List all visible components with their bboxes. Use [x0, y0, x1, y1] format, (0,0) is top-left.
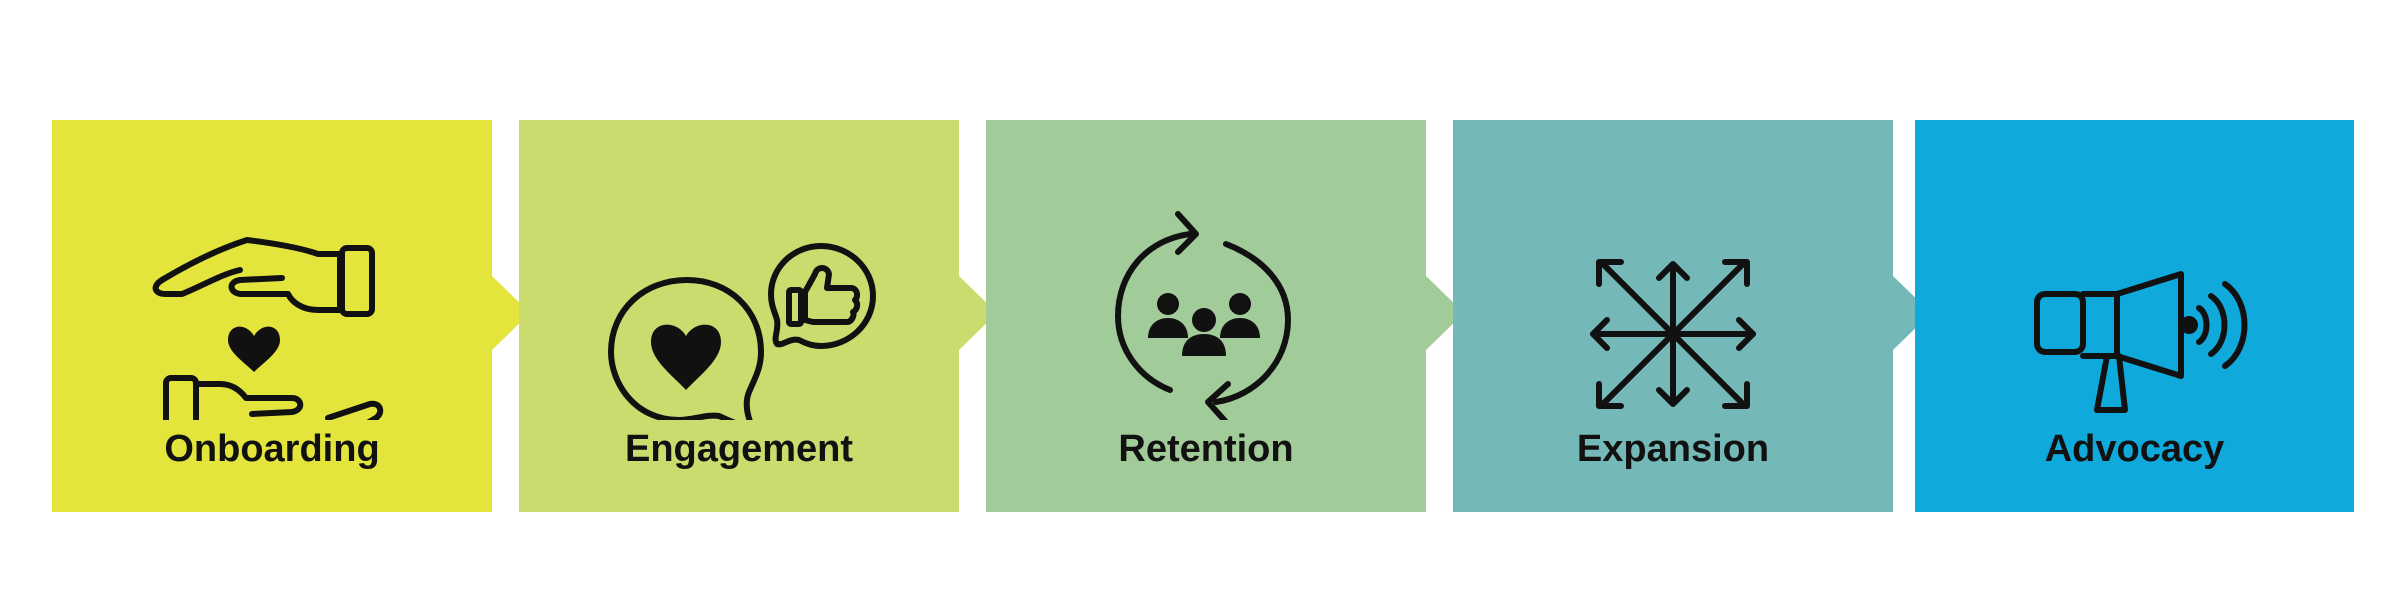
- connector-arrow: [1426, 276, 1464, 350]
- stage-advocacy: Advocacy: [1915, 120, 2354, 512]
- cycle-people-icon: [1056, 170, 1356, 420]
- stage-label: Engagement: [624, 428, 854, 470]
- connector-arrow: [492, 276, 530, 350]
- stage-label: Advocacy: [2044, 428, 2225, 470]
- hands-heart-icon: [122, 170, 422, 420]
- stage-label: Expansion: [1576, 428, 1770, 470]
- stage-label: Retention: [1118, 428, 1294, 470]
- stage-expansion: Expansion: [1453, 120, 1893, 512]
- stage-engagement: Engagement: [519, 120, 959, 512]
- megaphone-icon: [1985, 170, 2285, 420]
- expand-arrows-icon: [1523, 170, 1823, 420]
- connector-arrow: [1893, 276, 1931, 350]
- stage-retention: Retention: [986, 120, 1426, 512]
- stage-onboarding: Onboarding: [52, 120, 492, 512]
- stage-label: Onboarding: [164, 428, 380, 470]
- connector-arrow: [959, 276, 997, 350]
- chat-heart-thumbs-up-icon: [589, 170, 889, 420]
